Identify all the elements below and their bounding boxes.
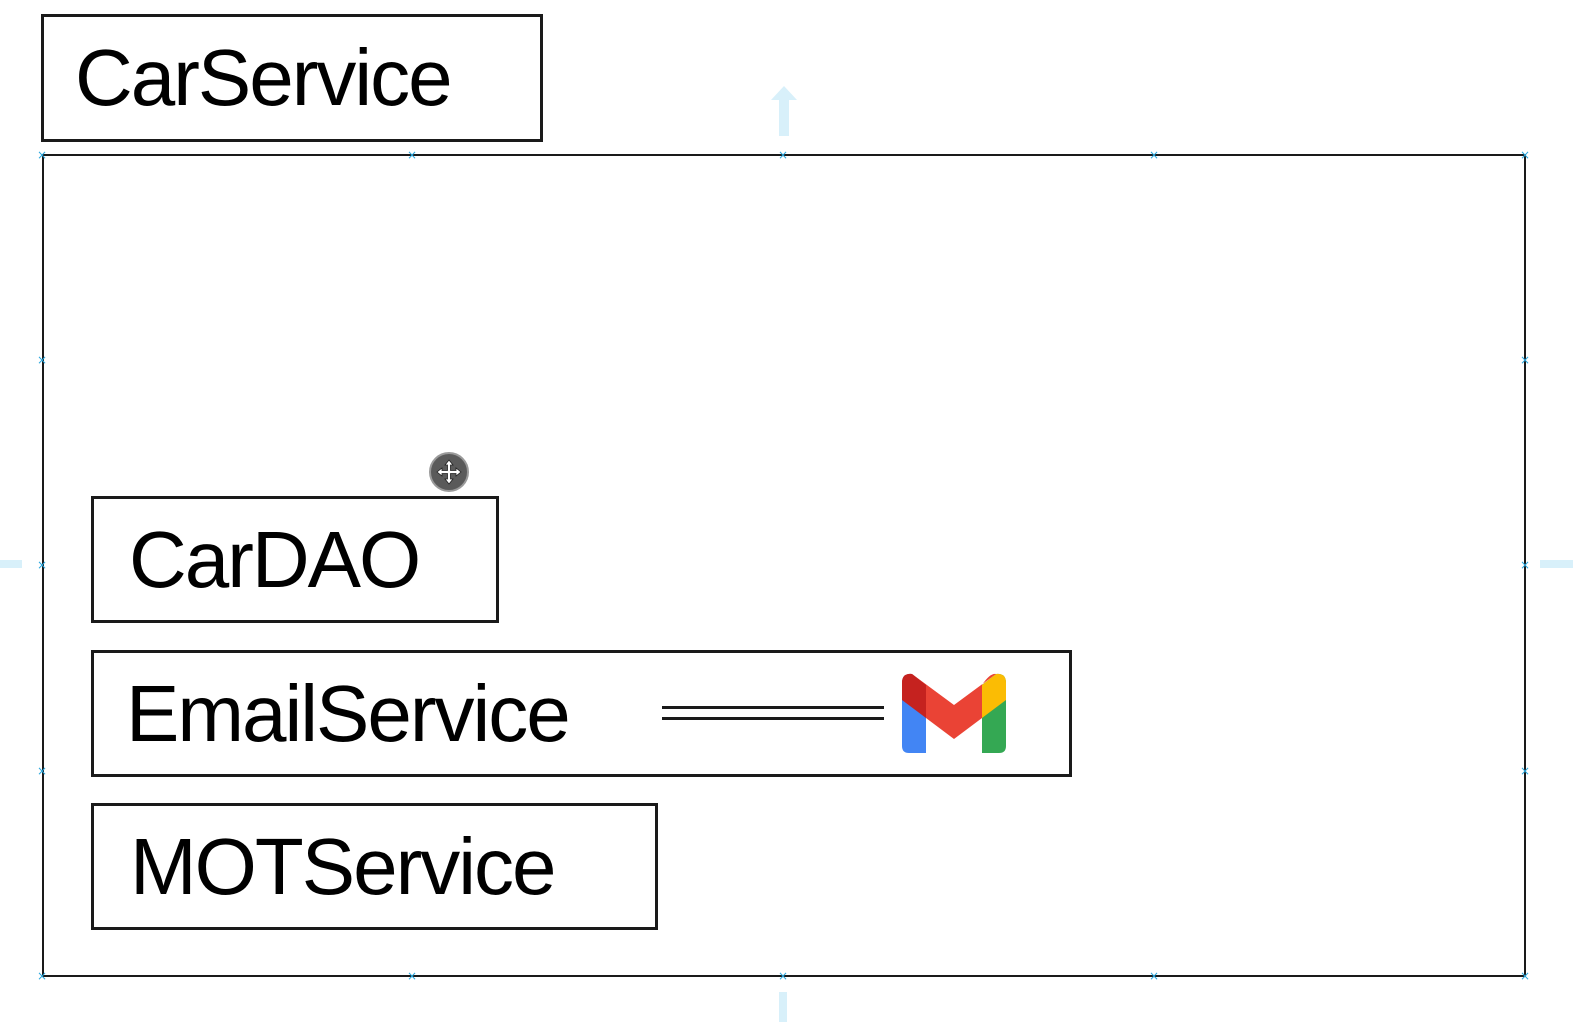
handle-bottom-left[interactable]: × bbox=[37, 969, 48, 983]
bottom-edge-guide bbox=[779, 992, 787, 1022]
gmail-icon bbox=[902, 673, 1006, 753]
handle-right-center[interactable]: × bbox=[1520, 558, 1531, 572]
handle-bottom-right[interactable]: × bbox=[1520, 969, 1531, 983]
handle-bottom-1[interactable]: × bbox=[407, 969, 418, 983]
handle-bottom-center[interactable]: × bbox=[778, 969, 789, 983]
motservice-box[interactable]: MOTService bbox=[91, 803, 658, 930]
handle-left-center[interactable]: × bbox=[37, 558, 48, 572]
move-cursor-icon bbox=[429, 452, 469, 492]
cardao-box[interactable]: CarDAO bbox=[91, 496, 499, 623]
handle-top-right[interactable]: × bbox=[1520, 148, 1531, 162]
emailservice-label: EmailService bbox=[126, 668, 571, 758]
left-edge-guide bbox=[0, 560, 22, 568]
handle-left-3[interactable]: × bbox=[37, 764, 48, 778]
rotate-handle-guide[interactable] bbox=[767, 82, 801, 138]
handle-right-3[interactable]: × bbox=[1520, 764, 1531, 778]
carservice-title-box[interactable]: CarService bbox=[41, 14, 543, 142]
motservice-label: MOTService bbox=[130, 821, 556, 911]
handle-top-1[interactable]: × bbox=[407, 148, 418, 162]
cardao-label: CarDAO bbox=[129, 514, 421, 604]
email-gmail-connector bbox=[662, 706, 884, 720]
carservice-label: CarService bbox=[75, 33, 453, 122]
carservice-container-frame[interactable] bbox=[42, 154, 1526, 977]
handle-top-left[interactable]: × bbox=[37, 148, 48, 162]
handle-top-3[interactable]: × bbox=[1149, 148, 1160, 162]
handle-left-1[interactable]: × bbox=[37, 353, 48, 367]
handle-top-center[interactable]: × bbox=[778, 148, 789, 162]
handle-bottom-3[interactable]: × bbox=[1149, 969, 1160, 983]
right-edge-guide bbox=[1540, 560, 1573, 568]
handle-right-1[interactable]: × bbox=[1520, 353, 1531, 367]
